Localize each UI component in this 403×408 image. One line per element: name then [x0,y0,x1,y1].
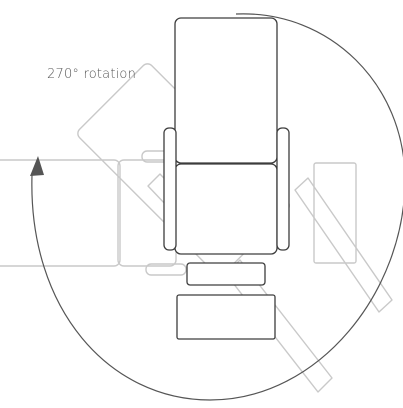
ghost-armrest-left-bottom [145,263,187,276]
chair-armrest-left [163,127,177,251]
chair-seat [174,163,278,255]
rotation-label: 270° rotation [47,67,137,82]
ghost-arm-diag-lower-1 [294,177,393,313]
chair-armrest-right [276,127,290,251]
rotation-arc [31,13,403,401]
ghost-seatback-left [0,159,121,267]
chair-main [163,17,290,340]
rotation-arc-path [31,13,403,401]
ghost-right-panel [313,162,357,264]
chair-floor-panel [176,294,276,340]
ghost-chair-rotated-90 [0,150,187,276]
chair-seatback [174,17,278,164]
chair-footrest [186,262,266,286]
rotation-arrowhead-icon [30,156,44,176]
